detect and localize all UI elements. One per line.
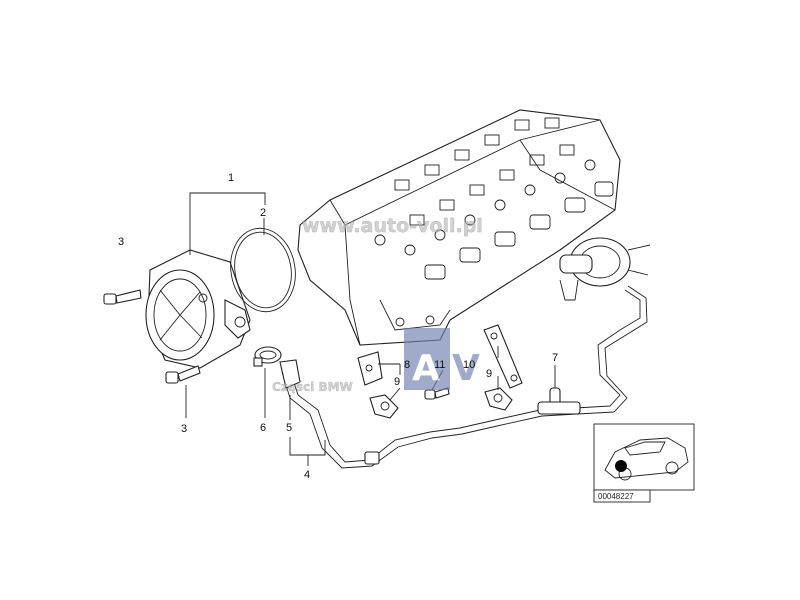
check-valve xyxy=(537,387,581,415)
cylinder-head xyxy=(297,109,621,346)
callout-3-bottom: 3 xyxy=(181,423,187,435)
callout-7: 7 xyxy=(552,352,558,364)
watermark-logo-a: A xyxy=(412,348,440,389)
hose-clamp xyxy=(253,346,282,367)
bolt-upper xyxy=(103,289,142,305)
callout-5: 5 xyxy=(286,422,292,434)
location-marker-icon xyxy=(615,460,627,472)
bracket-left xyxy=(357,351,383,386)
callout-6: 6 xyxy=(260,422,266,434)
watermark-caption: Części BMW xyxy=(272,380,353,394)
bolt-lower xyxy=(165,365,201,384)
watermark: www.auto-voll.pl A V Części BMW xyxy=(272,215,483,394)
callout-1: 1 xyxy=(228,172,234,184)
callout-labels: 1 2 3 3 6 5 4 7 8 9 11 10 9 xyxy=(118,172,558,481)
callout-8: 8 xyxy=(404,359,410,371)
callout-9-right: 9 xyxy=(486,368,492,380)
watermark-url: www.auto-voll.pl xyxy=(302,215,483,237)
watermark-logo-box xyxy=(404,328,450,390)
brake-booster xyxy=(559,237,651,301)
bracket-right xyxy=(483,324,523,389)
callout-2: 2 xyxy=(260,207,266,219)
o-ring-gasket xyxy=(230,227,296,313)
clip-right xyxy=(484,387,513,411)
callout-11: 11 xyxy=(434,359,445,371)
watermark-logo-v: V xyxy=(452,348,480,389)
figure-reference: 00048227 xyxy=(598,492,634,501)
clip-left xyxy=(369,394,399,419)
callout-3-top: 3 xyxy=(118,236,124,248)
callout-10: 10 xyxy=(463,359,475,371)
callout-9-left: 9 xyxy=(394,376,400,388)
vacuum-hose xyxy=(279,285,648,469)
vacuum-pump xyxy=(145,249,251,369)
vehicle-inset: 00048227 xyxy=(593,423,695,503)
callout-4: 4 xyxy=(304,469,310,481)
